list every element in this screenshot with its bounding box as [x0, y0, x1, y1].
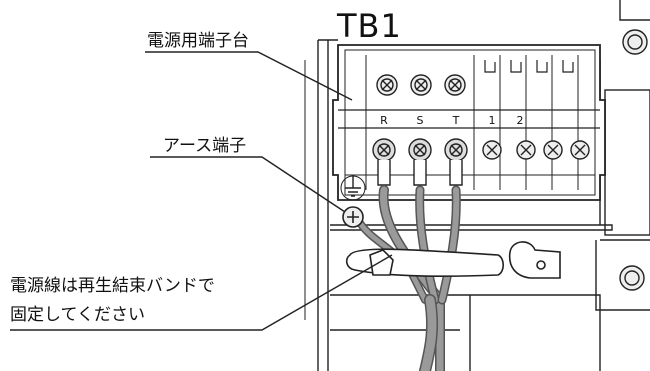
label-earth-terminal: アース端子 [163, 136, 247, 156]
cable-tie-band [345, 248, 505, 277]
terminal-label-1: 1 [489, 114, 496, 127]
cable-clamp [508, 241, 561, 279]
terminal-label-t: T [452, 114, 460, 127]
terminal-label-2: 2 [517, 114, 524, 127]
label-cable-note-line2: 固定してください [10, 305, 145, 325]
earth-terminal [340, 175, 366, 228]
power-cables [354, 185, 461, 371]
leader-power-terminal [145, 51, 353, 101]
top-screws [376, 74, 466, 96]
terminal-block-title: TB1 [337, 7, 402, 45]
label-cable-note-line1: 電源線は再生結束バンドで [10, 276, 215, 296]
side-screws [619, 29, 648, 291]
terminal-label-r: R [380, 114, 388, 127]
label-power-terminal-block: 電源用端子台 [147, 31, 249, 51]
power-terminal-block [332, 44, 606, 201]
leader-earth-terminal [150, 156, 346, 213]
terminal-label-s: S [417, 114, 424, 127]
leader-cable-tie [10, 254, 393, 331]
